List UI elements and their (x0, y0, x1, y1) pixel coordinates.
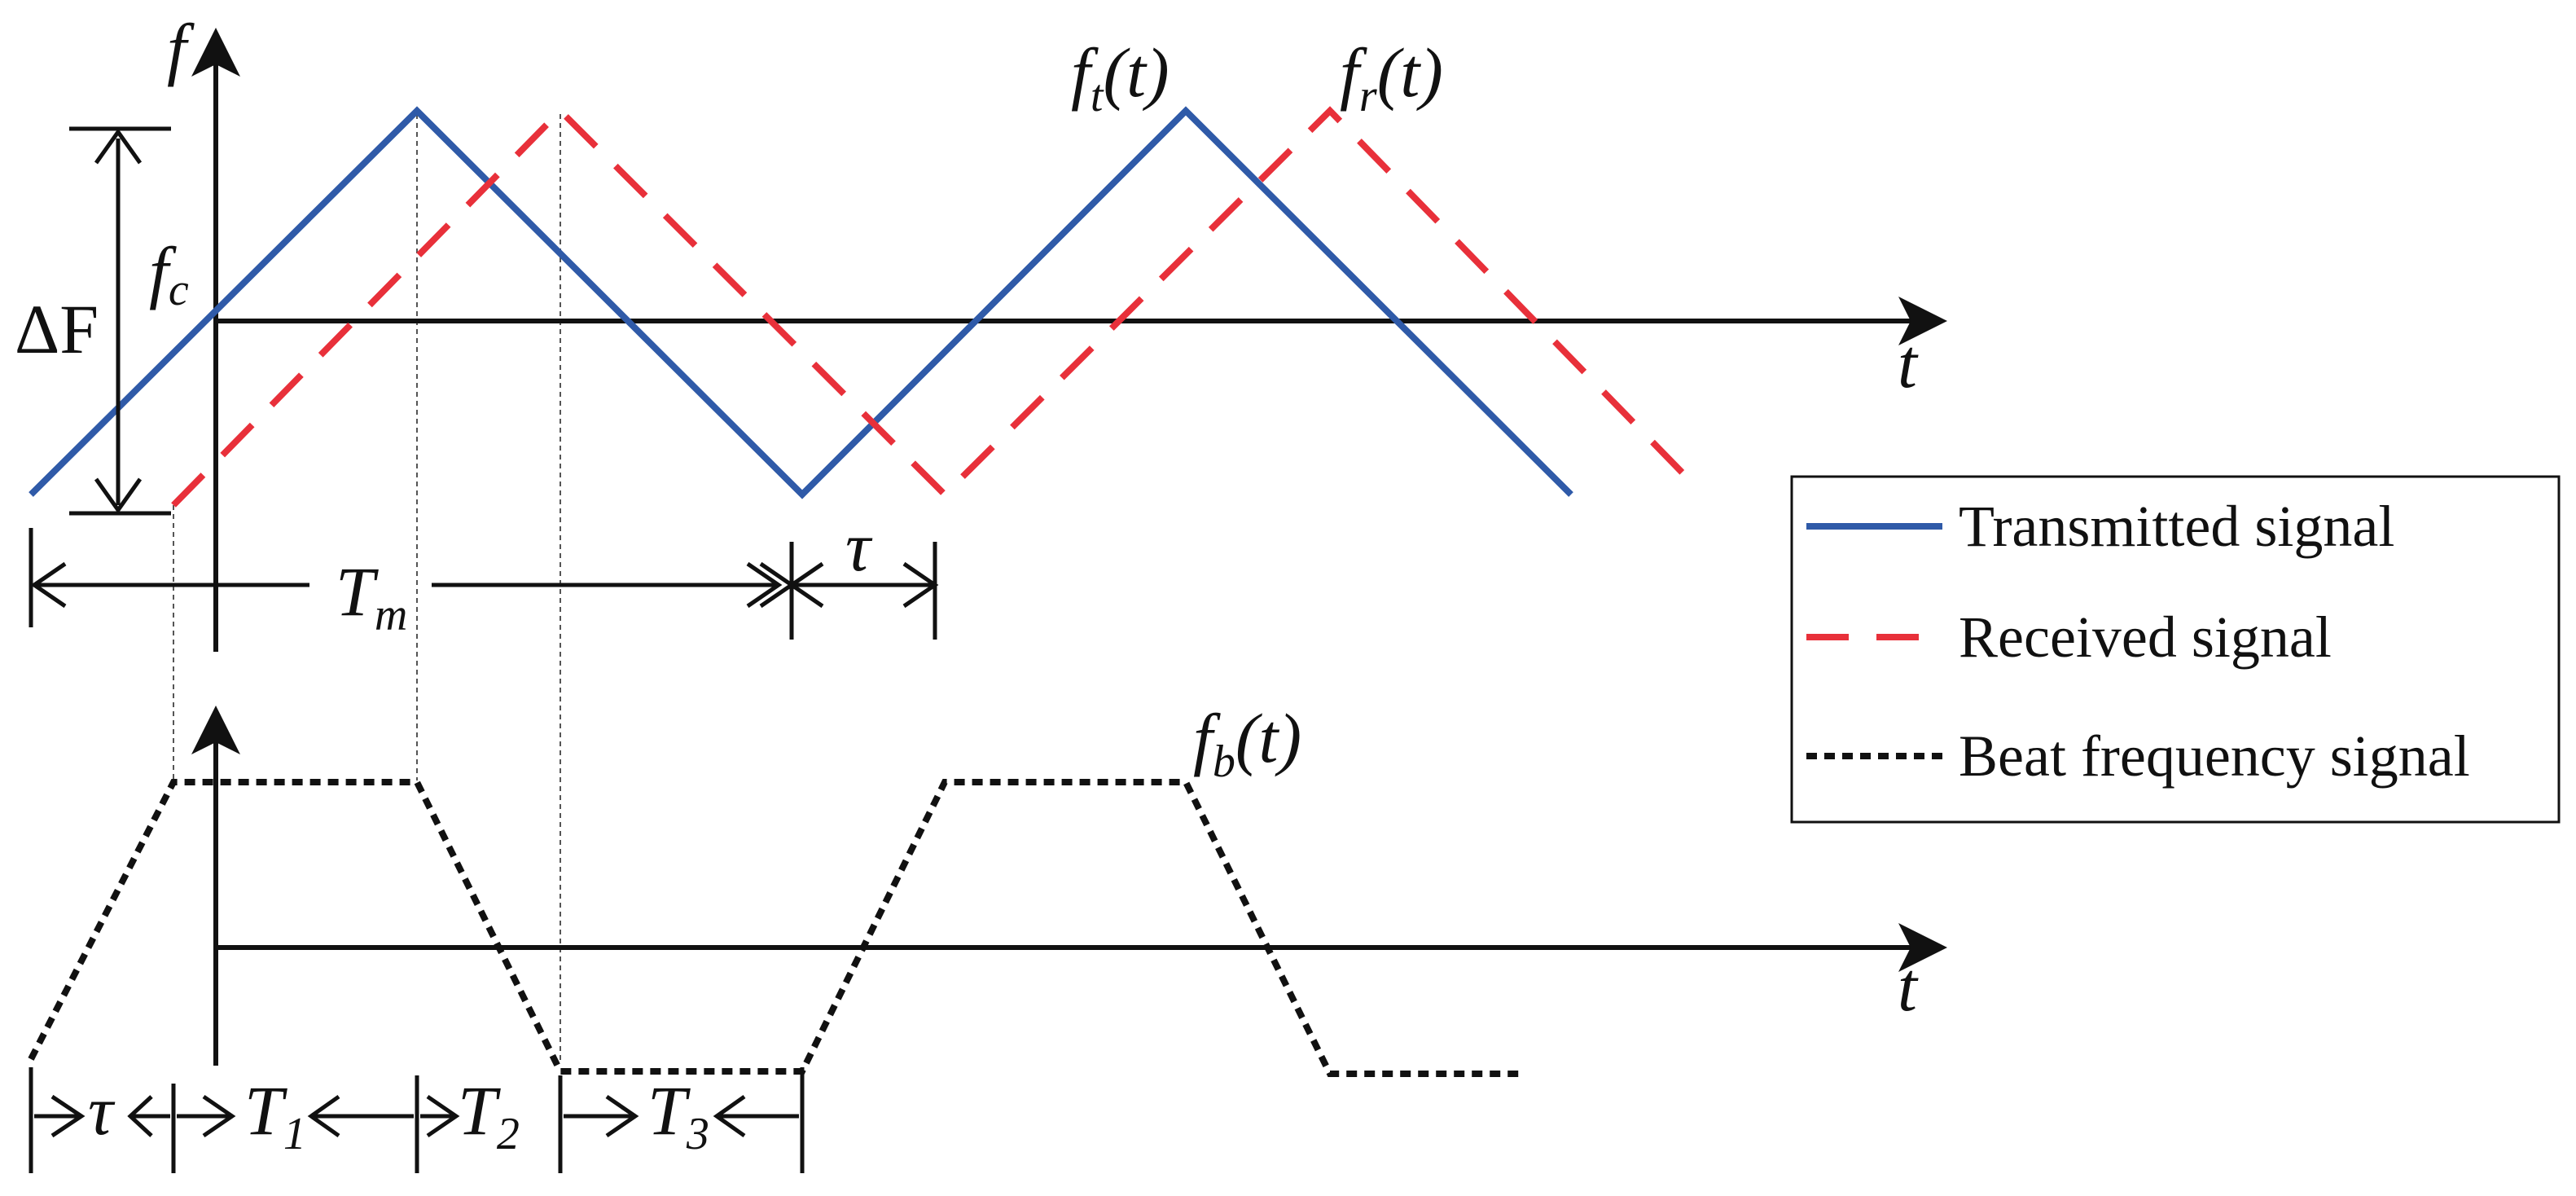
transmitted-signal-line (29, 106, 1573, 499)
delay-dimension-top (759, 542, 939, 640)
delay-label-top: τ (845, 508, 873, 586)
legend-box (1790, 475, 2561, 824)
svg-text:Transmitted signal: Transmitted signal (1959, 494, 2394, 559)
received-signal-line (171, 106, 1701, 508)
legend-item-transmitted: Transmitted signal (1806, 494, 2394, 559)
t-axis-label-bottom: t (1898, 948, 1919, 1026)
bottom-plot: t fb(t) (28, 699, 1947, 1173)
f-axis-label: f (167, 9, 195, 87)
t-axis-label-top: t (1898, 324, 1919, 402)
interval-label-t1: T1 (244, 1071, 306, 1159)
delay-label-bottom: τ (88, 1071, 116, 1150)
svg-text:Beat frequency signal: Beat frequency signal (1959, 723, 2470, 789)
beat-frequency-signal-line (28, 779, 1523, 1077)
guide-lines (173, 114, 561, 1061)
received-signal-label: fr(t) (1340, 33, 1443, 121)
svg-text:Received signal: Received signal (1959, 605, 2332, 670)
legend-item-beat: Beat frequency signal (1806, 723, 2470, 789)
legend-item-received: Received signal (1806, 605, 2332, 670)
interval-dimensions (29, 1067, 805, 1173)
carrier-label: fc (149, 232, 189, 315)
transmitted-signal-label: ft(t) (1071, 33, 1170, 121)
interval-label-t3: T3 (647, 1071, 709, 1159)
beat-signal-label: fb(t) (1193, 699, 1301, 787)
interval-label-t2: T2 (458, 1071, 520, 1159)
top-plot: ΔF f t fc ft(t) fr(t) Tm τ (15, 9, 1947, 1061)
period-dimension (29, 528, 783, 627)
legend: Transmitted signal Received signal Beat … (1790, 475, 2561, 824)
period-label: Tm (336, 552, 407, 640)
bandwidth-dimension (69, 126, 171, 516)
bandwidth-label: ΔF (15, 290, 99, 368)
